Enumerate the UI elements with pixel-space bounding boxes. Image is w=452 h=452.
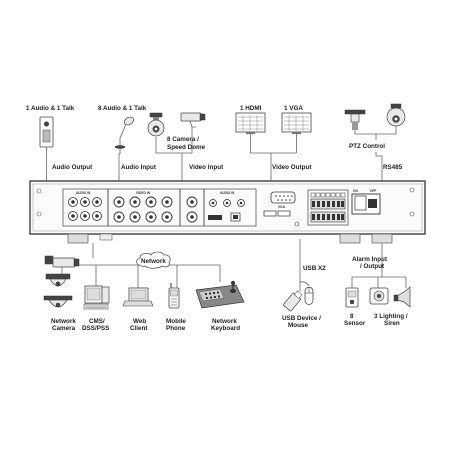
network-cloud-icon: Network bbox=[136, 251, 171, 269]
label-usb-device-2: Mouse bbox=[288, 322, 308, 329]
sensor-icon bbox=[345, 287, 359, 308]
mouse-icon bbox=[299, 281, 314, 305]
label-camera-line1: 8 Camera / bbox=[167, 136, 199, 143]
label-keyboard-2: Keyboard bbox=[211, 325, 240, 332]
vga-monitor-icon bbox=[281, 112, 312, 134]
power-switch-block: ON OFF bbox=[351, 189, 381, 215]
label-mobile-2: Phone bbox=[166, 325, 186, 332]
panel-label-off: OFF bbox=[370, 189, 376, 193]
audio-in-port-block: AUDIO IN bbox=[62, 188, 109, 227]
panel-label-vga: VGA bbox=[278, 205, 286, 209]
hdmi-port-icon bbox=[208, 215, 222, 220]
label-siren-1: 3 Lighting / bbox=[374, 313, 408, 320]
ptz-dome-camera-icon bbox=[386, 103, 406, 127]
bullet-camera-icon bbox=[180, 112, 206, 128]
label-camera-line2: Speed Dome bbox=[167, 144, 206, 151]
usb-port-icon bbox=[263, 210, 277, 217]
label-8-audio-talk: 8 Audio & 1 Talk bbox=[98, 105, 147, 112]
label-sensor-1: 8 bbox=[350, 313, 354, 320]
label-video-output: Video Output bbox=[272, 164, 312, 171]
panel-label-audio-in: AUDIO IN bbox=[76, 191, 91, 195]
top-connection-lines bbox=[46, 126, 397, 181]
usb-flash-drive-icon bbox=[283, 290, 303, 312]
label-network-camera-1: Network bbox=[51, 318, 76, 325]
usb-port-icon bbox=[277, 210, 291, 217]
cms-computer-icon bbox=[83, 285, 110, 310]
label-cms-1: CMS/ bbox=[89, 318, 105, 325]
label-mobile-1: Mobile bbox=[166, 318, 186, 325]
bottom-connection-lines bbox=[61, 239, 407, 291]
mobile-phone-icon bbox=[168, 283, 180, 309]
microphone-icon bbox=[114, 116, 135, 149]
label-audio-input: Audio Input bbox=[121, 164, 157, 171]
label-web-2: Client bbox=[130, 325, 148, 332]
label-network: Network bbox=[141, 258, 166, 265]
speaker-horn-icon bbox=[393, 286, 411, 308]
label-video-input: Video Input bbox=[189, 164, 224, 171]
panel-label-on: ON bbox=[353, 189, 358, 193]
label-keyboard-1: Network bbox=[212, 318, 237, 325]
label-hdmi: 1 HDMI bbox=[240, 105, 262, 112]
network-keyboard-icon bbox=[195, 281, 245, 309]
label-ptz-control: PTZ Control bbox=[349, 143, 385, 150]
label-rs485: RS485 bbox=[383, 164, 403, 171]
label-audio-talk: 1 Audio & 1 Talk bbox=[26, 105, 75, 112]
panel-label-video-in: VIDEO IN bbox=[136, 191, 151, 195]
speed-dome-icon bbox=[147, 112, 165, 137]
laptop-icon bbox=[122, 287, 154, 307]
audio-out-port-block: AUDIO IN bbox=[203, 188, 257, 227]
label-network-camera-2: Camera bbox=[52, 325, 76, 332]
network-camera-icon bbox=[43, 255, 80, 308]
label-sensor-2: Sensor bbox=[344, 320, 366, 327]
audio-talk-device-icon bbox=[39, 116, 54, 148]
label-alarm-2: / Output bbox=[360, 263, 385, 270]
siren-light-icon bbox=[369, 287, 389, 305]
vga-port-block: VGA bbox=[263, 191, 300, 227]
label-usb-device-1: USB Device / bbox=[282, 315, 321, 322]
label-web-1: Web bbox=[133, 318, 146, 325]
label-usb-x2: USB X2 bbox=[303, 265, 326, 272]
hdmi-monitor-icon bbox=[235, 112, 266, 134]
label-siren-2: Siren bbox=[384, 320, 400, 327]
label-alarm-1: Alarm Input bbox=[352, 256, 388, 263]
label-vga: 1 VGA bbox=[284, 105, 303, 112]
label-audio-output: Audio Output bbox=[52, 164, 93, 171]
ptz-bracket-camera-icon bbox=[344, 109, 366, 130]
panel-label-audio-in-2: AUDIO IN bbox=[220, 191, 235, 195]
alarm-terminal-block bbox=[307, 189, 349, 226]
label-cms-2: DSS/PSS bbox=[82, 325, 109, 332]
